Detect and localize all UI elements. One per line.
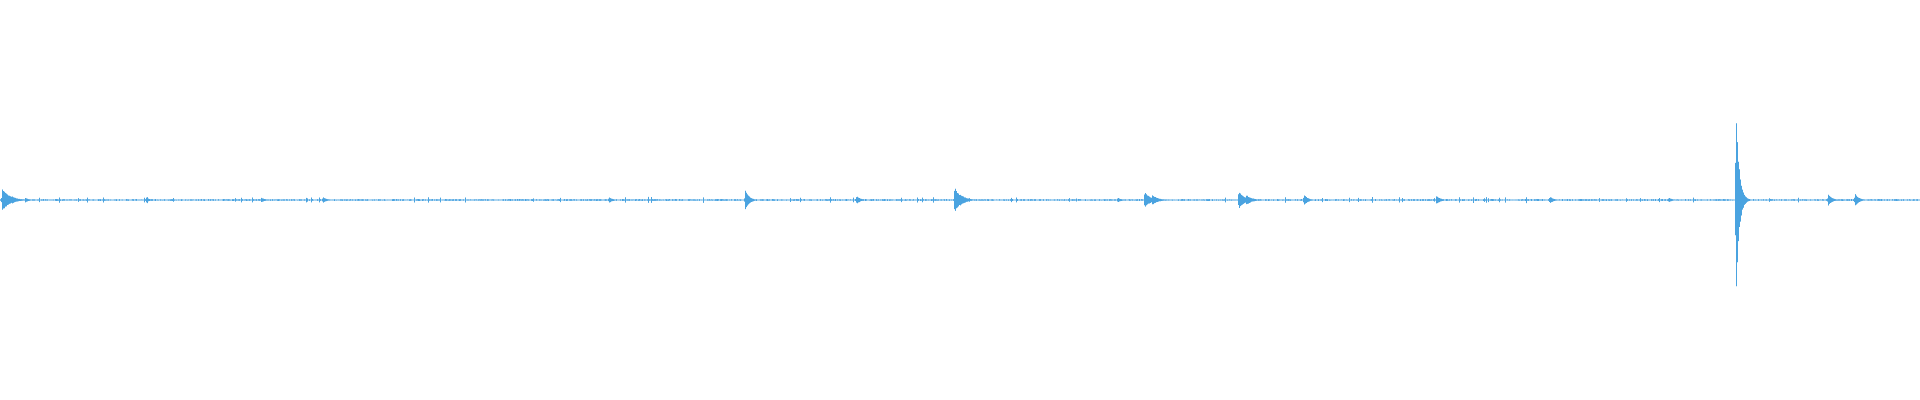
waveform-envelope xyxy=(0,123,1920,287)
waveform-trace xyxy=(0,123,1920,287)
